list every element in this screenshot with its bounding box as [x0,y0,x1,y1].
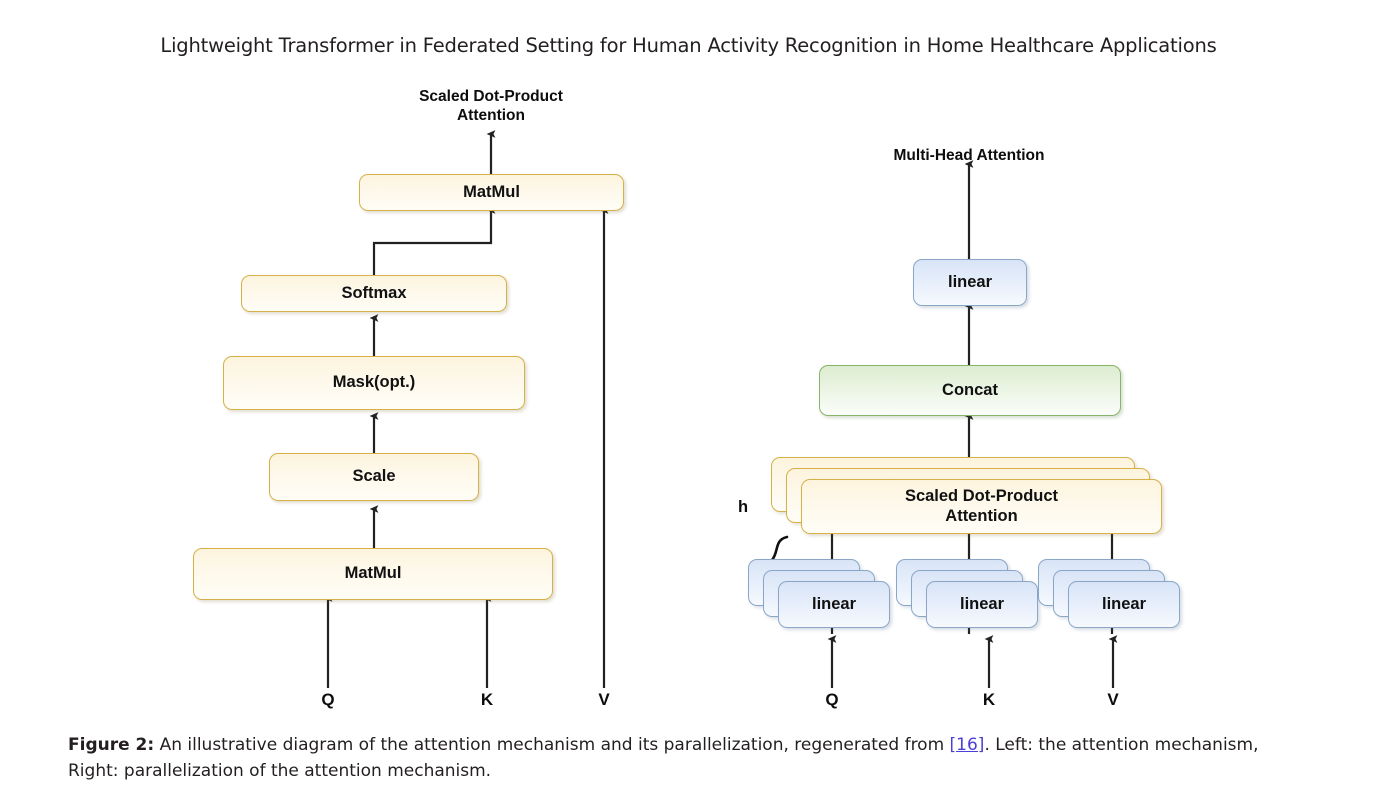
input-label-k-right: K [982,690,996,709]
node-matmul-bottom[interactable]: MatMul [193,548,553,600]
node-linear-q[interactable]: linear [778,581,890,628]
input-label-k-left: K [480,690,494,709]
node-matmul-top[interactable]: MatMul [359,174,624,211]
figure-number: Figure 2: [68,735,155,755]
input-label-v-right: V [1107,690,1119,709]
right-panel-title: Multi-Head Attention [893,147,1045,164]
node-softmax[interactable]: Softmax [241,275,507,312]
input-label-q-right: Q [825,690,839,709]
figure-attention-diagram: Scaled Dot-Product Attention MatMul Soft… [0,78,1377,718]
input-label-v-left: V [598,690,610,709]
node-concat[interactable]: Concat [819,365,1121,416]
node-mask-opt[interactable]: Mask(opt.) [223,356,525,410]
heads-count-label: h [737,498,749,516]
caption-text-part1: An illustrative diagram of the attention… [154,735,950,755]
node-linear-k[interactable]: linear [926,581,1038,628]
node-linear-v[interactable]: linear [1068,581,1180,628]
node-scale[interactable]: Scale [269,453,479,501]
left-panel-title: Scaled Dot-Product Attention [419,88,563,124]
figure-caption: Figure 2: An illustrative diagram of the… [68,733,1313,784]
page-title: Lightweight Transformer in Federated Set… [160,34,1217,57]
caption-text-part2: . Left: the attention mechanism, Right: … [68,735,1259,781]
node-sdpa-stack-front[interactable]: Scaled Dot-Product Attention [801,479,1162,534]
node-linear-output[interactable]: linear [913,259,1027,306]
citation-link-16[interactable]: [16] [949,735,985,755]
input-label-q-left: Q [321,690,335,709]
